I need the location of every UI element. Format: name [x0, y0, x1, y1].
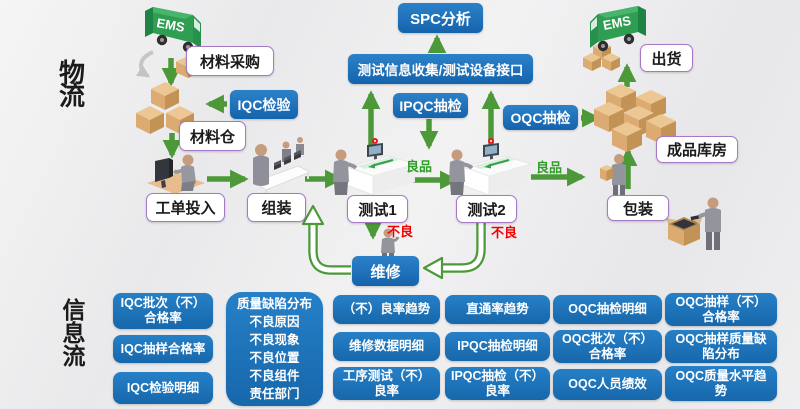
test-station-1-icon: [333, 138, 417, 196]
info-box-oqc-batch-pass-rate: OQC批次（不） 合格率: [553, 330, 662, 363]
node-repair: 维修: [352, 256, 419, 286]
info-box-quality-defect-distribution: 质量缺陷分布 不良原因 不良现象 不良位置 不良组件 责任部门: [226, 292, 323, 406]
info-box-iqc-batch-pass-rate: IQC批次（不） 合格率: [113, 293, 213, 329]
node-assembly: 组装: [247, 193, 306, 222]
packaging-worker-icon: [600, 154, 626, 198]
label-good-1: 良品: [406, 159, 433, 174]
repair-worker-icon: [381, 228, 400, 264]
info-box-oqc-sampling-detail: OQC抽检明细: [553, 295, 662, 324]
node-spc-analysis: SPC分析: [398, 3, 483, 33]
info-box-fpy-trend: 直通率趋势: [445, 295, 550, 324]
info-box-process-test-yield: 工序测试（不） 良率: [333, 367, 440, 400]
node-work-order-input: 工单投入: [146, 193, 225, 222]
info-box-oqc-quality-level-trend: OQC质量水平趋 势: [665, 366, 777, 401]
node-iqc-inspection: IQC检验: [230, 90, 298, 119]
node-test1: 测试1: [347, 195, 408, 223]
work-order-operator-icon: [147, 154, 205, 194]
node-material-warehouse: 材料仓: [179, 121, 246, 151]
section-label-info-flow: 信息流: [62, 297, 86, 369]
node-oqc-sampling: OQC抽检: [503, 105, 578, 130]
ems-truck-right-icon: EMS: [590, 6, 646, 52]
node-test2: 测试2: [456, 195, 517, 223]
node-ipqc-sampling: IPQC抽检: [393, 93, 468, 118]
packer-worker-icon: [666, 197, 721, 250]
node-test-info-interface: 测试信息收集/测试设备接口: [348, 54, 533, 84]
label-defect-1: 不良: [387, 224, 414, 239]
assembly-line-icon: [252, 137, 310, 195]
info-box-ipqc-sampling-detail: IPQC抽检明细: [445, 332, 550, 361]
truck-ems-label: EMS: [602, 13, 633, 33]
truck-ems-label: EMS: [155, 15, 186, 35]
test-station-2-icon: [449, 138, 533, 196]
label-defect-2: 不良: [491, 225, 518, 240]
info-box-repair-data-detail: 维修数据明细: [333, 332, 440, 361]
info-box-iqc-inspection-detail: IQC检验明细: [113, 372, 213, 404]
node-packaging: 包装: [607, 195, 669, 221]
node-material-purchase: 材料采购: [186, 46, 274, 76]
info-box-oqc-staff-performance: OQC人员绩效: [553, 369, 662, 400]
info-box-oqc-sampling-defect-distribution: OQC抽样质量缺 陷分布: [665, 330, 777, 363]
node-shipping: 出货: [640, 44, 693, 72]
info-box-oqc-sampling-pass-rate: OQC抽样（不） 合格率: [665, 293, 777, 326]
info-box-yield-trend: （不）良率趋势: [333, 295, 440, 324]
label-good-2: 良品: [536, 160, 563, 175]
ems-truck-left-icon: EMS: [145, 7, 201, 53]
section-label-material-flow: 物流: [58, 58, 85, 111]
info-box-ipqc-sampling-yield: IPQC抽检（不） 良率: [445, 367, 550, 400]
info-box-iqc-sampling-pass-rate: IQC抽样合格率: [113, 335, 213, 363]
node-finished-goods-warehouse: 成品库房: [656, 136, 738, 163]
